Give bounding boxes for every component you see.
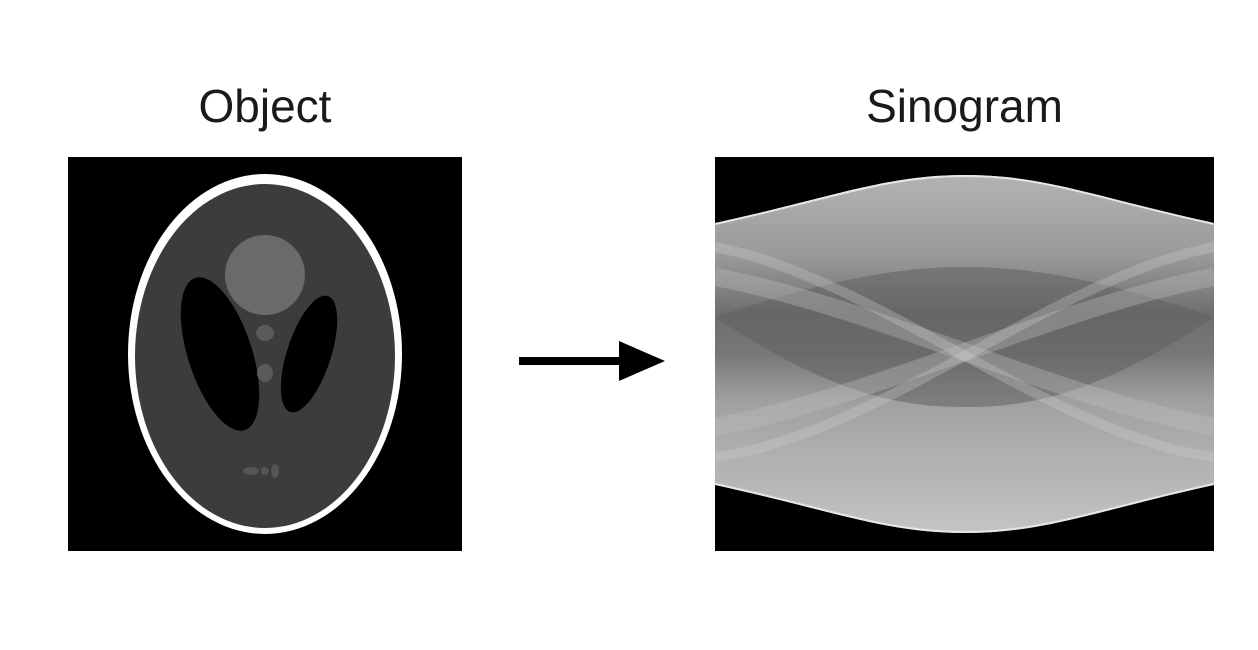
sinogram-title: Sinogram xyxy=(866,80,1063,132)
sinogram-image-panel xyxy=(715,157,1214,551)
phantom-bright-ellipse xyxy=(225,235,305,315)
phantom-small-feature-4 xyxy=(261,467,269,475)
sinogram-image xyxy=(715,175,1214,533)
phantom-tissue-ellipse xyxy=(135,184,395,528)
object-image-panel xyxy=(68,157,462,551)
shepp-logan-phantom xyxy=(128,174,402,534)
phantom-small-feature-2 xyxy=(257,364,273,382)
phantom-small-feature-5 xyxy=(271,464,279,478)
object-title: Object xyxy=(198,80,332,132)
phantom-left-dark-ellipse xyxy=(180,277,260,431)
phantom-right-dark-ellipse xyxy=(280,295,338,413)
arrow-right-icon xyxy=(519,340,665,387)
phantom-small-feature-1 xyxy=(256,325,274,341)
phantom-small-feature-3 xyxy=(243,467,259,475)
